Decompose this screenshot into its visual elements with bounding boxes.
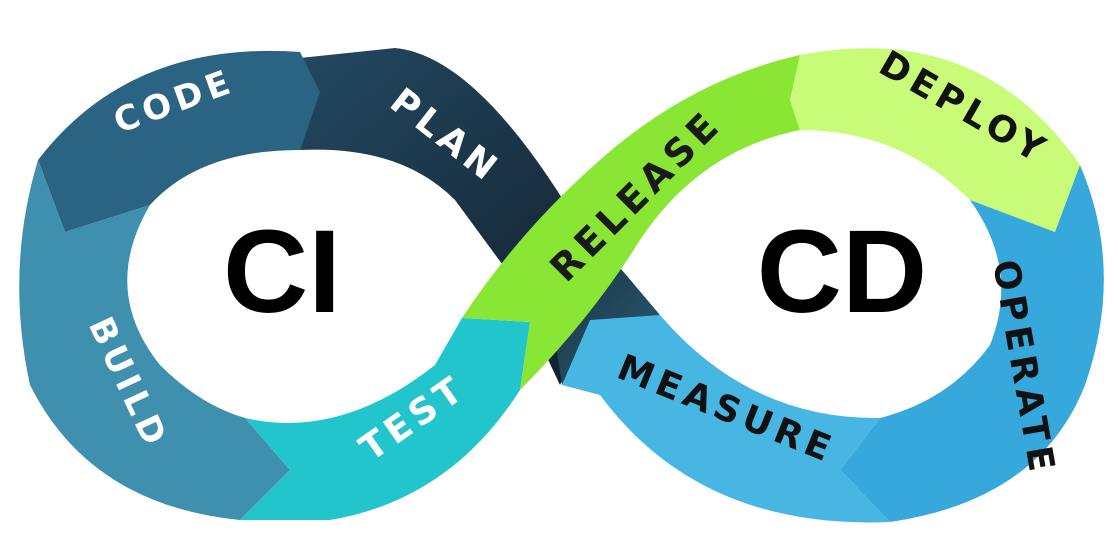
- deploy-segment: [790, 48, 1080, 232]
- measure-segment: [562, 315, 890, 523]
- ci-label: CI: [223, 206, 341, 338]
- operate-segment: [840, 165, 1104, 522]
- release-segment: [462, 55, 800, 390]
- test-segment: [240, 318, 530, 520]
- build-segment: [19, 160, 290, 520]
- code-segment: [38, 50, 320, 232]
- cd-label: CD: [757, 206, 927, 338]
